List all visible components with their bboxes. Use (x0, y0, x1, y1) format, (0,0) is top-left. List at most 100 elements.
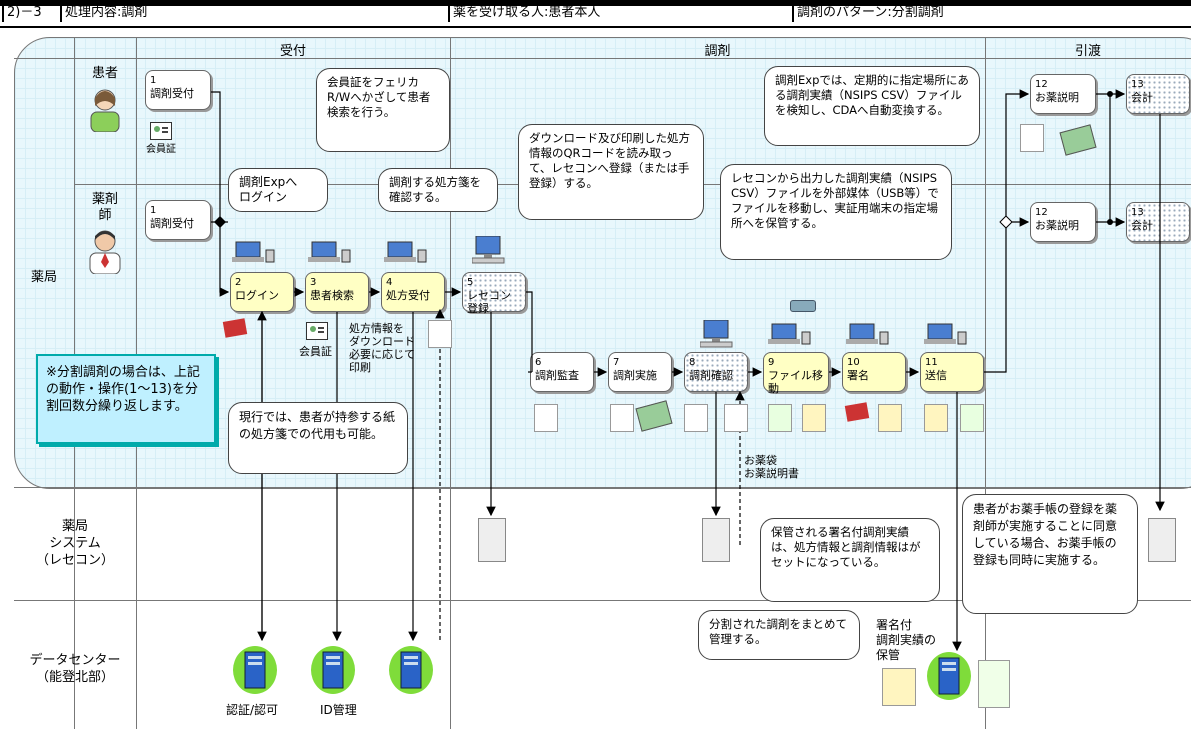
callout-split: 分割された調剤をまとめて管理する。 (698, 610, 860, 660)
cda-doc-icon (882, 668, 916, 706)
desktop-pc-icon (700, 320, 744, 348)
step-label: 処方受付 (386, 289, 430, 302)
step-label: 調剤受付 (150, 87, 194, 100)
divider (450, 37, 451, 729)
actor-pharmacist: 薬剤 師 (91, 192, 118, 223)
step-number: 11 (925, 357, 938, 368)
step-number: 12 (1035, 207, 1048, 218)
prescription-doc-icon (610, 404, 634, 432)
actor-datacenter: データセンター （能登北部） (29, 653, 121, 685)
dispensing-record-doc-icon (978, 660, 1010, 708)
label-medbag: お薬袋 お薬説明書 (744, 454, 799, 480)
patient-icon (85, 88, 125, 132)
laptop-reader-icon (768, 322, 812, 348)
step-number: 5 (467, 277, 474, 288)
step-number: 13 (1131, 207, 1144, 218)
step-number: 2 (235, 277, 242, 288)
callout-paper: 現行では、患者が持参する紙の処方箋での代用も可能。 (228, 402, 408, 474)
step-label: 調剤確認 (689, 369, 733, 382)
callout-felica: 会員証をフェリカR/Wへかざして患者検索を行う。 (316, 68, 450, 152)
step-number: 4 (386, 277, 393, 288)
pharmacist-icon (85, 228, 125, 274)
phase-reception: 受付 (279, 44, 306, 59)
desktop-pc-icon (472, 236, 516, 264)
usb-icon (790, 300, 816, 312)
label-idmgmt: ID管理 (320, 703, 357, 717)
laptop-reader-icon (308, 240, 352, 266)
step-number: 6 (535, 357, 542, 368)
callout-confirm: 調剤する処方箋を確認する。 (378, 168, 498, 212)
step-label: 署名 (847, 369, 869, 382)
laptop-reader-icon (232, 240, 276, 266)
prescription-doc-icon (428, 320, 452, 348)
callout-signed: 保管される署名付調剤実績は、処方情報と調剤情報はがセットになっている。 (760, 518, 940, 602)
laptop-reader-icon (846, 322, 890, 348)
step-number: 10 (847, 357, 860, 368)
id-server-icon (310, 644, 356, 696)
header-process: 処理内容:調剤 (60, 4, 448, 22)
callout-qr: ダウンロード及び印刷した処方情報のQRコードを読み取って、レセコンへ登録（または… (518, 124, 704, 220)
csv-doc-icon (768, 404, 792, 432)
header-pattern: 調剤のパターン:分割調剤 (792, 4, 1191, 22)
auth-server-icon (232, 644, 278, 696)
step-label: 調剤監査 (535, 369, 579, 382)
step-label: お薬説明 (1035, 219, 1079, 232)
step-number: 8 (689, 357, 696, 368)
step-number: 1 (150, 205, 157, 216)
cda-doc-icon (802, 404, 826, 432)
step-label: ログイン (235, 289, 279, 302)
actor-pharmacy: 薬局 (30, 270, 57, 285)
step-number: 12 (1035, 79, 1048, 90)
server-icon (478, 518, 506, 562)
callout-usb: レセコンから出力した調剤実績（NSIPS CSV）ファイルを外部媒体（USB等）… (720, 164, 952, 260)
callout-notebook: 患者がお薬手帳の登録を薬剤師が実施することに同意している場合、お薬手帳の登録も同… (962, 494, 1138, 614)
phase-dispensing: 調剤 (704, 44, 731, 59)
server-icon (1148, 518, 1176, 562)
cda-doc-icon (924, 404, 948, 432)
header-section: 2)－3 (2, 4, 60, 22)
label-card: 会員証 (299, 345, 332, 358)
dispensing-record-doc-icon (1020, 124, 1044, 152)
server-icon (702, 518, 730, 562)
label-auth: 認証/認可 (226, 703, 279, 717)
step-number: 9 (768, 357, 775, 368)
top-bar (0, 0, 1191, 6)
prescription-doc-icon (534, 404, 558, 432)
step-label: お薬説明 (1035, 91, 1079, 104)
step-number: 3 (310, 277, 317, 288)
label-card: 会員証 (146, 144, 176, 155)
step-label: 患者検索 (310, 289, 354, 302)
step-number: 7 (613, 357, 620, 368)
actor-patient: 患者 (91, 66, 118, 81)
header-receiver: 薬を受け取る人:患者本人 (448, 4, 792, 22)
label-storage: 署名付 調剤実績の 保管 (876, 618, 937, 662)
callout-login: 調剤Expへ ログイン (228, 168, 328, 212)
divider (14, 58, 1191, 59)
step-label: 調剤受付 (150, 217, 194, 230)
split-dispensing-note: ※分割調剤の場合は、上記の動作・操作(1～13)を分割回数分繰り返します。 (36, 354, 216, 444)
datacenter-server-icon (388, 644, 434, 696)
label-download: 処方情報を ダウンロード 必要に応じて 印刷 (349, 322, 415, 374)
header: 2)－3 処理内容:調剤 薬を受け取る人:患者本人 調剤のパターン:分割調剤 (0, 0, 1191, 28)
step-label: 会計 (1131, 91, 1153, 104)
actor-system: 薬局 システム （レセコン） (35, 519, 114, 568)
step-label: 会計 (1131, 219, 1153, 232)
step-number: 1 (150, 75, 157, 86)
